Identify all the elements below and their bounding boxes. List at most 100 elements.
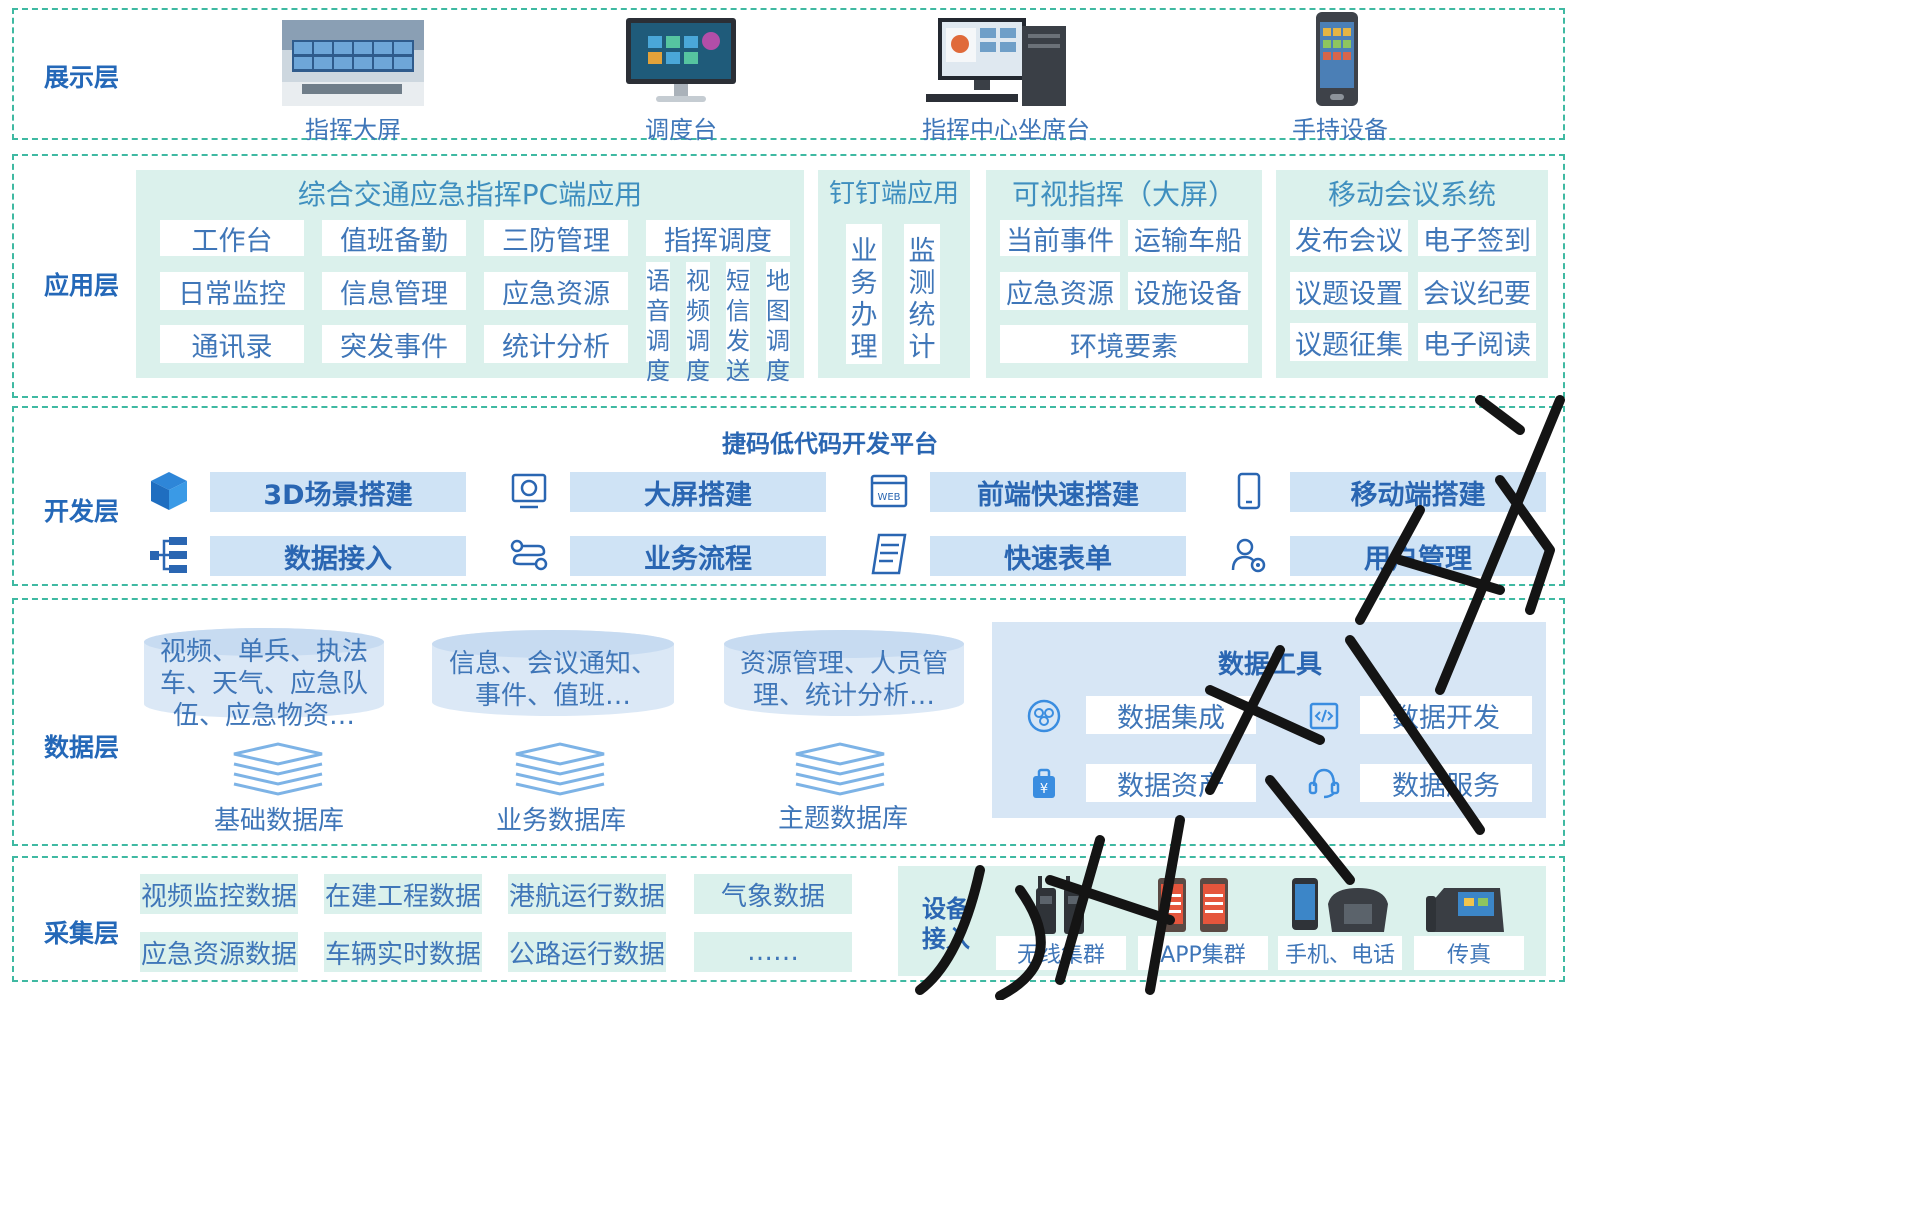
device-label: APP集群 bbox=[1138, 936, 1268, 970]
mobile-icon bbox=[1226, 468, 1272, 514]
svg-text:WEB: WEB bbox=[877, 492, 900, 503]
radio-icon bbox=[1030, 874, 1090, 936]
user-gear-icon bbox=[1226, 532, 1272, 578]
dev-item: 快速表单 bbox=[930, 536, 1186, 576]
database-cylinder bbox=[432, 630, 674, 716]
database-stack-icon bbox=[230, 740, 326, 796]
application-layer-title: 应用层 bbox=[44, 271, 120, 300]
display-layer-title: 展示层 bbox=[44, 63, 120, 92]
app-vertical-box: 语音调度 bbox=[646, 262, 670, 385]
collection-data-box: 在建工程数据 bbox=[324, 874, 482, 914]
collection-data-box: 应急资源数据 bbox=[140, 932, 298, 972]
asset-icon: ¥ bbox=[1024, 764, 1064, 804]
app-phones-icon bbox=[1154, 874, 1234, 936]
command-screen-image bbox=[282, 20, 424, 106]
fax-icon bbox=[1424, 874, 1508, 936]
data-tool-box: 数据开发 bbox=[1360, 696, 1532, 734]
phone-icon bbox=[1288, 874, 1392, 936]
app-feature-box: 工作台 bbox=[160, 220, 304, 257]
dingtalk-app-group bbox=[818, 170, 970, 378]
data-tools-title: 数据工具 bbox=[1217, 650, 1322, 680]
database-label: 主题数据库 bbox=[777, 804, 908, 834]
pc-app-title: 综合交通应急指挥PC端应用 bbox=[297, 178, 643, 211]
app-vertical-box: 短信发送 bbox=[726, 262, 750, 385]
dev-item: 移动端搭建 bbox=[1290, 472, 1546, 512]
app-feature-box: 环境要素 bbox=[1000, 325, 1248, 363]
collection-data-box: …… bbox=[694, 932, 852, 972]
app-feature-box: 当前事件 bbox=[1000, 220, 1120, 257]
cube-icon bbox=[146, 468, 192, 514]
dev-item: 前端快速搭建 bbox=[930, 472, 1186, 512]
code-icon bbox=[1304, 696, 1344, 736]
app-feature-box: 突发事件 bbox=[322, 325, 466, 363]
collection-data-box: 气象数据 bbox=[694, 874, 852, 914]
app-feature-box: 会议纪要 bbox=[1418, 272, 1536, 310]
database-stack-icon bbox=[512, 740, 608, 796]
database-content-text: 资源管理、人员管理、统计分析… bbox=[739, 649, 948, 711]
app-feature-box: 日常监控 bbox=[160, 272, 304, 310]
database-content-text: 视频、单兵、执法车、天气、应急队伍、应急物资… bbox=[159, 637, 368, 731]
data-tool-box: 数据集成 bbox=[1086, 696, 1256, 734]
meeting-system-title: 移动会议系统 bbox=[1327, 178, 1496, 211]
app-feature-box: 指挥调度 bbox=[646, 220, 790, 257]
database-label: 基础数据库 bbox=[213, 806, 344, 836]
display-item-label: 手持设备 bbox=[1292, 116, 1388, 144]
data-tool-box: 数据服务 bbox=[1360, 764, 1532, 802]
app-vertical-box: 视频调度 bbox=[686, 262, 710, 385]
display-layer bbox=[12, 8, 1565, 140]
display-item-label: 调度台 bbox=[645, 116, 717, 144]
data-layer-title: 数据层 bbox=[44, 733, 120, 762]
low-code-platform-title: 捷码低代码开发平台 bbox=[722, 430, 938, 458]
flow-icon bbox=[506, 532, 552, 578]
app-feature-box: 电子签到 bbox=[1418, 220, 1536, 257]
database-content-text: 信息、会议通知、事件、值班… bbox=[448, 649, 657, 711]
form-icon bbox=[866, 530, 912, 578]
app-feature-box: 信息管理 bbox=[322, 272, 466, 310]
device-label: 传真 bbox=[1414, 936, 1524, 970]
app-feature-box: 议题征集 bbox=[1290, 323, 1408, 361]
app-feature-box: 值班备勤 bbox=[322, 220, 466, 257]
app-feature-box: 应急资源 bbox=[1000, 272, 1120, 310]
collection-data-box: 港航运行数据 bbox=[508, 874, 666, 914]
dispatch-console-image bbox=[626, 18, 736, 104]
integration-icon bbox=[1024, 696, 1064, 736]
collection-data-box: 车辆实时数据 bbox=[324, 932, 482, 972]
app-feature-box: 电子阅读 bbox=[1418, 323, 1536, 361]
app-feature-box: 设施设备 bbox=[1128, 272, 1248, 310]
development-layer-title: 开发层 bbox=[44, 497, 120, 526]
collection-layer-title: 采集层 bbox=[44, 919, 120, 948]
data-tool-box: 数据资产 bbox=[1086, 764, 1256, 802]
dev-item: 数据接入 bbox=[210, 536, 466, 576]
application-layer bbox=[12, 154, 1565, 398]
collection-data-box: 公路运行数据 bbox=[508, 932, 666, 972]
display-item-label: 指挥大屏 bbox=[305, 116, 401, 144]
app-feature-box: 通讯录 bbox=[160, 325, 304, 363]
app-feature-box: 运输车船 bbox=[1128, 220, 1248, 257]
command-center-seat-image bbox=[926, 14, 1072, 106]
device-label: 无线集群 bbox=[996, 936, 1126, 970]
app-feature-box: 统计分析 bbox=[484, 325, 628, 363]
collection-layer bbox=[12, 856, 1565, 982]
app-feature-box: 议题设置 bbox=[1290, 272, 1408, 310]
svg-text:¥: ¥ bbox=[1040, 782, 1048, 797]
collection-data-box: 视频监控数据 bbox=[140, 874, 298, 914]
device-label: 手机、电话 bbox=[1278, 936, 1402, 970]
dev-item: 大屏搭建 bbox=[570, 472, 826, 512]
app-feature-box: 三防管理 bbox=[484, 220, 628, 257]
app-vertical-box: 业务办理 bbox=[846, 224, 882, 364]
dev-item: 用户管理 bbox=[1290, 536, 1546, 576]
app-feature-box: 发布会议 bbox=[1290, 220, 1408, 257]
visual-command-title: 可视指挥（大屏） bbox=[1011, 178, 1236, 211]
dev-item: 业务流程 bbox=[570, 536, 826, 576]
database-cylinder bbox=[724, 630, 964, 716]
dingtalk-app-title: 钉钉端应用 bbox=[828, 179, 959, 209]
web-icon: WEB bbox=[866, 468, 912, 514]
app-vertical-box: 地图调度 bbox=[766, 262, 790, 385]
database-label: 业务数据库 bbox=[495, 806, 626, 836]
handheld-device-image bbox=[1314, 12, 1360, 108]
data-layer bbox=[12, 598, 1565, 846]
database-stack-icon bbox=[792, 740, 888, 796]
app-feature-box: 应急资源 bbox=[484, 272, 628, 310]
service-icon bbox=[1304, 762, 1344, 802]
dev-item: 3D场景搭建 bbox=[210, 472, 466, 512]
